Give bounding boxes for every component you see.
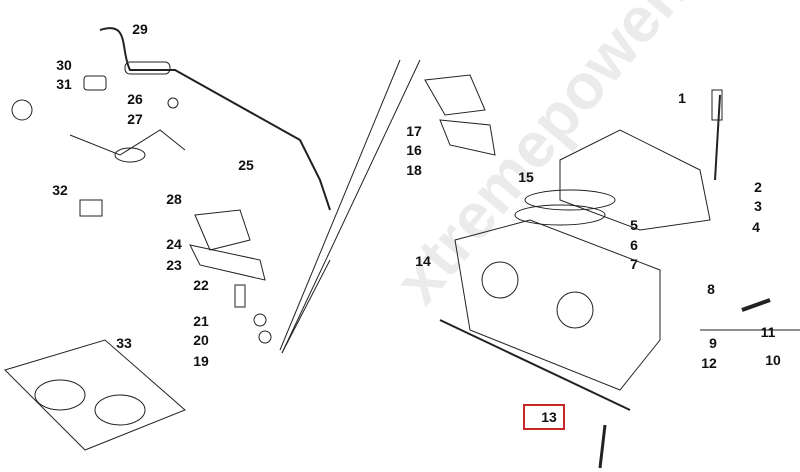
gasket-13 (439, 319, 631, 411)
callout-18[interactable]: 18 (406, 162, 422, 178)
callout-7[interactable]: 7 (630, 256, 638, 272)
throttle-cable (99, 27, 331, 211)
callout-17[interactable]: 17 (406, 123, 422, 139)
callout-29[interactable]: 29 (132, 21, 148, 37)
callout-15[interactable]: 15 (518, 169, 534, 185)
oil-pump-24 (194, 209, 251, 251)
callout-3[interactable]: 3 (754, 198, 762, 214)
callout-9[interactable]: 9 (709, 335, 717, 351)
callout-2[interactable]: 2 (754, 179, 762, 195)
guide-line (281, 59, 421, 354)
callout-14[interactable]: 14 (415, 253, 431, 269)
callout-10[interactable]: 10 (765, 352, 781, 368)
flange-17 (424, 74, 486, 116)
callout-24[interactable]: 24 (166, 236, 182, 252)
oring-5 (524, 189, 616, 211)
callout-33[interactable]: 33 (116, 335, 132, 351)
cable-sleeve (124, 61, 171, 75)
banjo-26 (167, 97, 179, 109)
part-20 (253, 313, 267, 327)
highlight-box (523, 404, 565, 430)
oil-line-27 (69, 129, 186, 156)
clamp-31 (11, 99, 33, 121)
callout-21[interactable]: 21 (193, 313, 209, 329)
oring-19 (258, 330, 272, 344)
stud (598, 424, 607, 469)
bracket-32 (79, 199, 103, 217)
oring-6 (514, 204, 606, 226)
callout-13[interactable]: 13 (541, 409, 557, 425)
part-30 (83, 75, 107, 91)
callout-6[interactable]: 6 (630, 237, 638, 253)
callout-1[interactable]: 1 (678, 90, 686, 106)
cylinder-block (454, 219, 661, 391)
callout-22[interactable]: 22 (193, 277, 209, 293)
spark-plug-1 (714, 94, 721, 181)
callout-26[interactable]: 26 (127, 91, 143, 107)
gasket-23 (189, 244, 266, 281)
callout-27[interactable]: 27 (127, 111, 143, 127)
callout-5[interactable]: 5 (630, 217, 638, 233)
line-fitting (114, 147, 146, 163)
callout-28[interactable]: 28 (166, 191, 182, 207)
callout-32[interactable]: 32 (52, 182, 68, 198)
callout-4[interactable]: 4 (752, 219, 760, 235)
callout-8[interactable]: 8 (707, 281, 715, 297)
callout-31[interactable]: 31 (56, 76, 72, 92)
callout-23[interactable]: 23 (166, 257, 182, 273)
callout-16[interactable]: 16 (406, 142, 422, 158)
callout-30[interactable]: 30 (56, 57, 72, 73)
callout-25[interactable]: 25 (238, 157, 254, 173)
gasket-16 (439, 119, 496, 156)
cylinder-head-cover-3 (559, 129, 711, 231)
callout-20[interactable]: 20 (193, 332, 209, 348)
callout-19[interactable]: 19 (193, 353, 209, 369)
callout-12[interactable]: 12 (701, 355, 717, 371)
gasket-set-33 (4, 339, 186, 451)
leader-line (281, 259, 331, 354)
injector-11 (741, 298, 771, 312)
spring-22 (234, 284, 246, 308)
callout-11[interactable]: 11 (760, 324, 776, 340)
guide-line-2 (279, 59, 401, 351)
